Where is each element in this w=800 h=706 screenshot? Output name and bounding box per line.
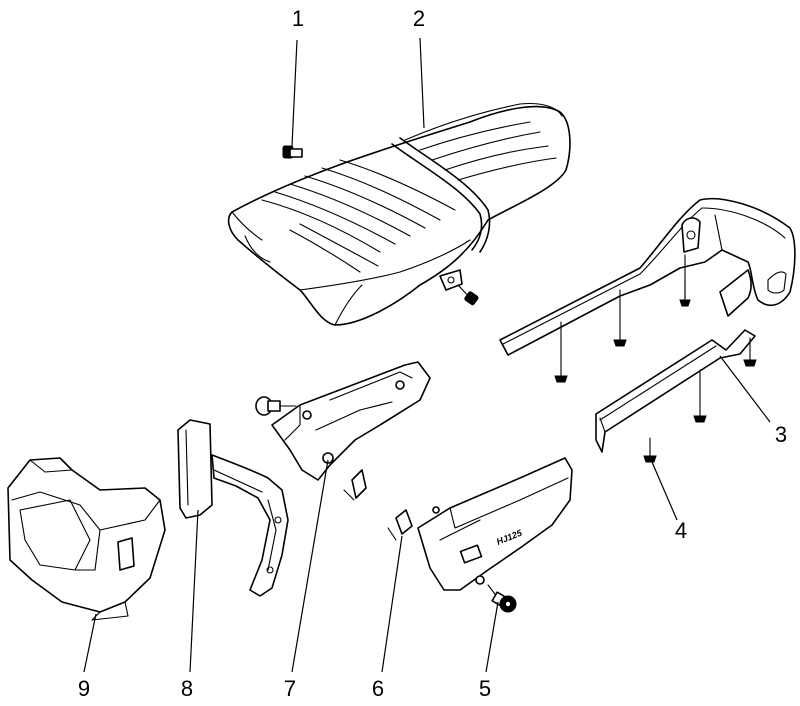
leader-lines (83, 37, 771, 673)
callout-7: 7 (284, 676, 296, 701)
callout-labels: 1 2 3 4 5 6 7 8 9 (78, 6, 787, 701)
callout-5: 5 (479, 676, 491, 701)
callout-6: 6 (372, 676, 384, 701)
callout-2: 2 (413, 6, 425, 31)
seat (227, 102, 571, 326)
side-cover: HJ125 (417, 457, 573, 591)
callout-4: 4 (675, 518, 687, 543)
lower-rail (595, 329, 756, 453)
headlight-cowl (7, 457, 166, 621)
rail-screws (554, 254, 757, 463)
bracket-bolt (255, 396, 297, 416)
callout-9: 9 (78, 676, 90, 701)
seat-rear-bolt (457, 284, 479, 306)
callout-1: 1 (292, 6, 304, 31)
cover-knob (487, 584, 517, 613)
grab-rail (499, 197, 796, 356)
seat-bolt (282, 145, 303, 159)
callout-3: 3 (775, 422, 787, 447)
callout-8: 8 (181, 676, 193, 701)
clips (343, 469, 413, 541)
front-bracket (177, 419, 289, 597)
side-bracket (271, 361, 431, 481)
